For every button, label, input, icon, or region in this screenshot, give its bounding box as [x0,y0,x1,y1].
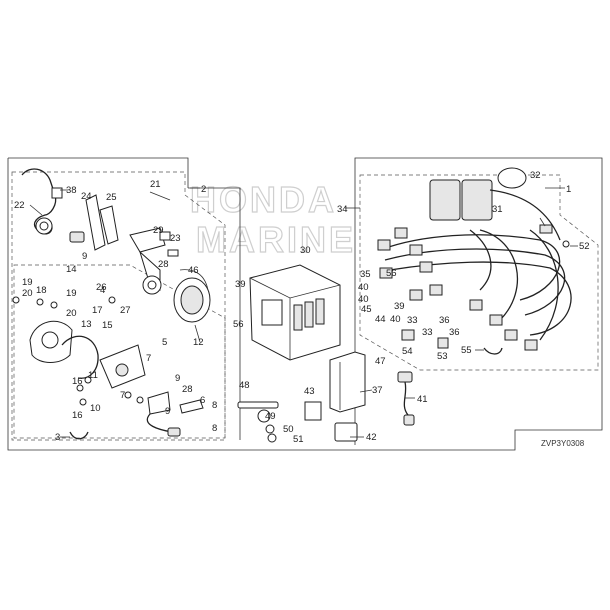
callout-labels: 1 2 3 4 5 6 7 7 8 8 9 9 9 10 11 12 13 14… [14,170,590,445]
bolt-48 [237,401,279,409]
callout-35: 35 [360,269,371,280]
callout-36a: 36 [439,315,450,326]
callout-19b: 19 [66,288,77,299]
callout-38: 38 [66,185,77,196]
callout-8b: 8 [212,423,217,434]
callout-23: 23 [170,233,181,244]
callout-45: 45 [361,304,372,315]
callout-50: 50 [283,424,294,435]
callout-44: 44 [375,314,386,325]
callout-33b: 33 [422,327,433,338]
callout-43: 43 [304,386,315,397]
callout-2: 2 [201,184,206,195]
throttle-lever-assembly [21,168,179,295]
callout-53: 53 [437,351,448,362]
callout-28a: 28 [158,259,169,270]
callout-1: 1 [566,184,571,195]
callout-24: 24 [81,191,92,202]
callout-9a: 9 [82,251,87,262]
callout-30: 30 [300,245,311,256]
switch-plate-assembly [12,296,204,440]
relay-43 [304,401,322,421]
callout-36b: 36 [449,327,460,338]
callout-33a: 33 [407,315,418,326]
callout-46: 46 [188,265,199,276]
callout-55: 55 [461,345,472,356]
ring-assembly [173,269,211,323]
callout-25: 25 [106,192,117,203]
callout-42: 42 [366,432,377,443]
callout-40c: 40 [390,314,401,325]
callout-49: 49 [265,411,276,422]
callout-56b: 56 [386,268,397,279]
callout-14: 14 [66,264,77,275]
washers [257,409,277,443]
callout-41: 41 [417,394,428,405]
callout-20b: 20 [66,308,77,319]
callout-7a: 7 [146,353,151,364]
callout-13: 13 [81,319,92,330]
callout-9c: 9 [165,406,170,417]
callout-52: 52 [579,241,590,252]
callout-56a: 56 [233,319,244,330]
leader-lines [29,187,578,438]
callout-28b: 28 [182,384,193,395]
callout-21: 21 [150,179,161,190]
callout-7b: 7 [120,390,125,401]
small-harness-41 [397,371,415,426]
callout-16b: 16 [72,410,83,421]
callout-19a: 19 [22,277,33,288]
callout-26: 26 [96,282,107,293]
callout-27: 27 [120,305,131,316]
junction-box [249,264,341,361]
callout-39b: 39 [394,301,405,312]
main-harness [377,167,572,355]
callout-9b: 9 [175,373,180,384]
callout-4: 4 [100,285,105,296]
callout-37: 37 [372,385,383,396]
callout-51: 51 [293,434,304,445]
callout-11: 11 [88,370,98,381]
callout-15: 15 [102,320,113,331]
callout-6: 6 [200,395,205,406]
callout-20a: 20 [22,288,33,299]
watermark-line2: MARINE [196,219,356,260]
callout-3: 3 [55,432,60,443]
relay-42 [334,422,358,442]
callout-32: 32 [530,170,541,181]
callout-48: 48 [239,380,250,391]
callout-22: 22 [14,200,25,211]
callout-34: 34 [337,204,348,215]
callout-54: 54 [402,346,413,357]
group-frame-2 [11,171,226,441]
callout-18: 18 [36,285,47,296]
callout-12: 12 [193,337,204,348]
callout-40a: 40 [358,282,369,293]
callout-47: 47 [375,356,386,367]
callout-29: 29 [153,225,164,236]
callout-10: 10 [90,403,101,414]
callout-40b: 40 [358,294,369,305]
callout-8a: 8 [212,400,217,411]
diagram-code: ZVP3Y0308 [541,439,585,448]
group-frame-4 [13,264,226,439]
watermark-line1: HONDA [190,179,337,220]
callout-31: 31 [492,204,503,215]
callout-16a: 16 [72,376,83,387]
control-module [329,351,366,413]
callout-39a: 39 [235,279,246,290]
callout-17: 17 [92,305,103,316]
callout-5: 5 [162,337,167,348]
